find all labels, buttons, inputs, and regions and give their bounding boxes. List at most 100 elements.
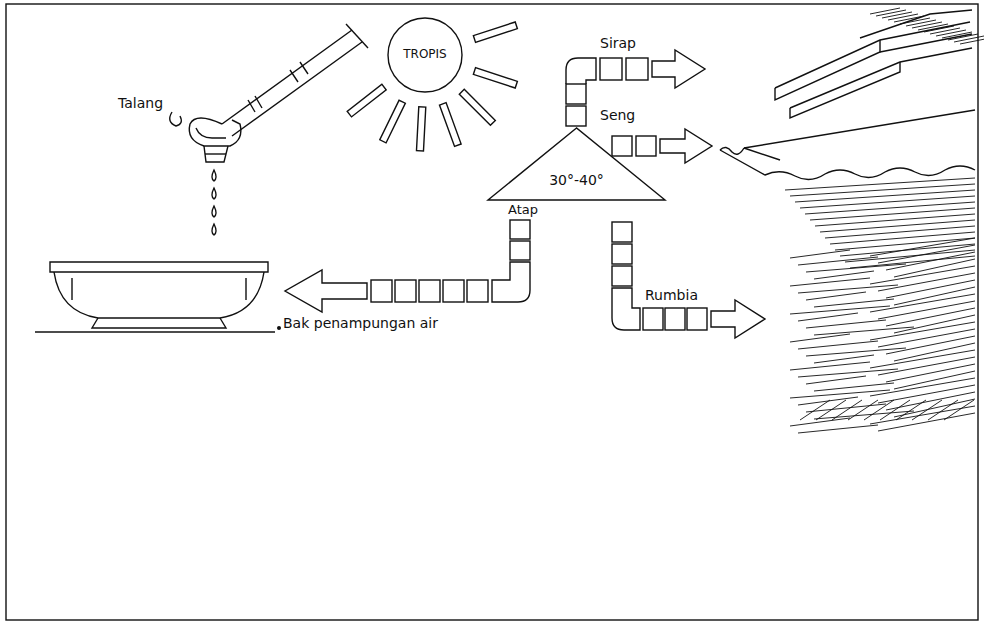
- hatch-stroke: [886, 280, 975, 298]
- hatch-stroke: [878, 245, 975, 263]
- hatch-stroke: [906, 20, 936, 26]
- hatch-stroke: [930, 28, 960, 34]
- node-text: TROPIS: [403, 48, 447, 61]
- hatch-stroke: [878, 301, 975, 319]
- basin-label: Bak penampungan air: [283, 316, 438, 331]
- hatch-stroke: [948, 34, 978, 40]
- hatch-stroke: [806, 376, 866, 384]
- water-basin: [35, 262, 280, 332]
- hatch-stroke: [785, 178, 975, 190]
- hatch-stroke: [790, 334, 850, 342]
- hatch-stroke: [814, 271, 874, 279]
- hatch-stroke: [795, 190, 975, 202]
- thatch-roof: [785, 8, 984, 433]
- hatch-stroke: [870, 294, 975, 312]
- node-text: 30°-40°: [549, 173, 604, 188]
- hatch-stroke: [814, 299, 894, 307]
- hatch-stroke: [886, 364, 975, 382]
- hatch-stroke: [880, 400, 910, 420]
- hatch-stroke: [878, 413, 975, 431]
- hatch-stroke: [790, 278, 870, 286]
- hatch-stroke: [798, 425, 878, 433]
- hatch-stroke: [878, 273, 975, 291]
- hatch-stroke: [815, 214, 975, 226]
- frame: [6, 4, 978, 620]
- hatch-stroke: [790, 418, 850, 426]
- hatch-stroke: [870, 322, 975, 340]
- hatch-stroke: [806, 348, 906, 356]
- hatch-stroke: [876, 10, 906, 16]
- hatch-stroke: [864, 400, 894, 420]
- hatch-stroke: [798, 285, 898, 293]
- hatch-stroke: [912, 400, 942, 420]
- hatch-stroke: [870, 406, 975, 424]
- gutter: [170, 24, 368, 162]
- hatch-stroke: [814, 327, 914, 335]
- hatch-stroke: [832, 400, 862, 420]
- hatch-stroke: [870, 266, 975, 284]
- hatch-stroke: [814, 355, 874, 363]
- hatch-stroke: [798, 313, 858, 321]
- hatch-stroke: [798, 369, 898, 377]
- hatch-stroke: [886, 252, 975, 270]
- hatch-stroke: [848, 400, 878, 420]
- hatch-stroke: [798, 341, 878, 349]
- shingle-roof: [775, 10, 972, 118]
- roof-material-label: Sirap: [600, 36, 636, 51]
- hatch-stroke: [878, 329, 975, 347]
- hatch-stroke: [790, 390, 890, 398]
- hatch-stroke: [924, 26, 954, 32]
- hatch-stroke: [886, 336, 975, 354]
- hatch-stroke: [900, 18, 930, 24]
- hatch-stroke: [918, 24, 948, 30]
- hatch-stroke: [944, 400, 974, 420]
- hatch-stroke: [798, 257, 878, 265]
- roof-material-label: Seng: [600, 108, 635, 123]
- hatch-stroke: [820, 220, 975, 232]
- block-arrow-sirap: [566, 50, 705, 126]
- hatch-stroke: [870, 350, 975, 368]
- hatch-stroke: [805, 202, 975, 214]
- block-arrow-rumbia: [612, 222, 765, 338]
- block-arrow-seng: [612, 129, 712, 163]
- hatch-stroke: [814, 383, 894, 391]
- hatch-stroke: [825, 226, 975, 238]
- hatch-stroke: [894, 16, 924, 22]
- node-outline: [488, 128, 665, 200]
- sun-circle: TROPIS: [387, 17, 463, 93]
- hatch-stroke: [886, 308, 975, 326]
- hatch-stroke: [912, 22, 942, 28]
- node-heading: Atap: [508, 203, 538, 217]
- hatch-stroke: [806, 264, 906, 272]
- hatch-stroke: [928, 400, 958, 420]
- hatch-stroke: [870, 378, 975, 396]
- roof-triangle: 30°-40°Atap: [488, 128, 665, 200]
- hatch-stroke: [790, 306, 890, 314]
- hatch-stroke: [830, 232, 975, 244]
- hatch-stroke: [936, 30, 966, 36]
- hatch-stroke: [800, 196, 975, 208]
- hatch-stroke: [878, 385, 975, 403]
- hatch-stroke: [878, 357, 975, 375]
- hatch-stroke: [882, 12, 912, 18]
- hatch-stroke: [806, 292, 866, 300]
- hatch-stroke: [954, 36, 984, 42]
- corrugated-roof: [720, 110, 975, 180]
- hatch-stroke: [800, 400, 830, 420]
- roof-material-label: Rumbia: [645, 288, 698, 303]
- hatch-stroke: [896, 400, 926, 420]
- hatch-stroke: [960, 38, 984, 44]
- hatch-stroke: [806, 320, 886, 328]
- block-arrow-left: [285, 220, 530, 312]
- hatch-stroke: [942, 32, 972, 38]
- hatch-stroke: [870, 238, 975, 256]
- hatch-stroke: [810, 208, 975, 220]
- hatch-stroke: [790, 250, 850, 258]
- hatch-stroke: [835, 238, 975, 250]
- hatch-stroke: [816, 400, 846, 420]
- hatch-stroke: [790, 184, 975, 196]
- gutter-label: Talang: [118, 96, 163, 111]
- water-drops: [212, 170, 216, 235]
